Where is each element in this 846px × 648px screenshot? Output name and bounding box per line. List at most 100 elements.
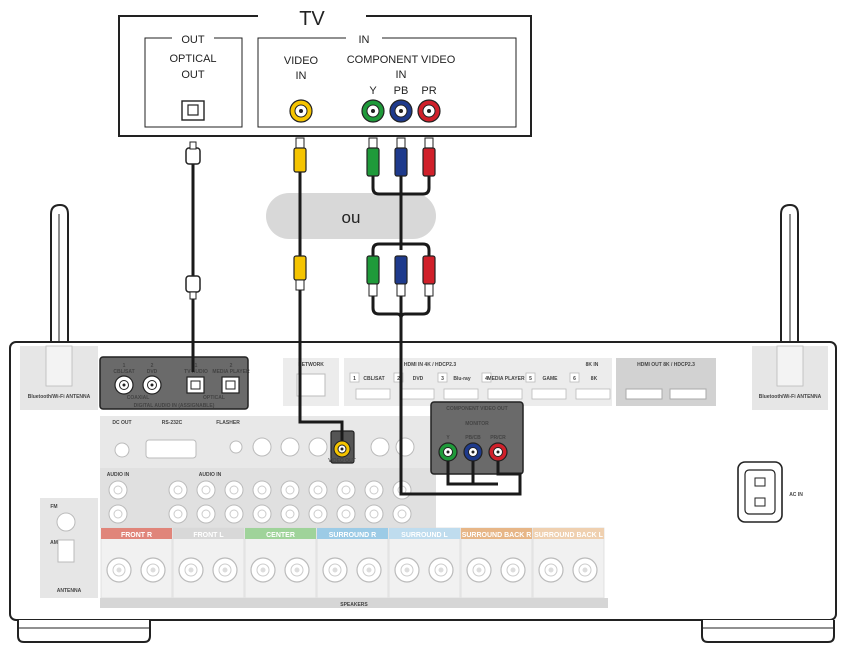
optical-cable [185, 141, 201, 372]
audio-in-jack [364, 480, 384, 524]
hdmi-in-port-num: 3 [441, 376, 444, 382]
coaxial-1-num: 1 [123, 363, 126, 369]
component-pr-label: PR [421, 85, 436, 97]
optical-label: OPTICAL [203, 395, 225, 401]
am-label: AM [50, 540, 58, 546]
hdmi-in-port-num: 2 [397, 376, 400, 382]
audio-in-jack [224, 480, 244, 524]
component-out-y-jack [438, 442, 458, 462]
right-bt-antenna-label: Bluetooth/Wi-Fi ANTENNA [759, 394, 822, 400]
hdmi-in-port-name: GAME [543, 376, 559, 382]
hdmi-in-port-num: 5 [529, 376, 532, 382]
ou-label: ou [342, 208, 361, 227]
component-in-label-1: COMPONENT VIDEO [347, 54, 456, 66]
component-out-pr-jack [488, 442, 508, 462]
optical-2-name: MEDIA PLAYER [212, 369, 250, 375]
audio-in-jack [252, 480, 272, 524]
left-antenna-base: Bluetooth/Wi-Fi ANTENNA [20, 345, 98, 410]
component-y-label: Y [369, 85, 377, 97]
hdmi-in-title: HDMI IN 4K / HDCP2.3 [404, 362, 456, 368]
audio-in-jacks [108, 480, 412, 524]
speaker-group-7: SURROUND BACK L [532, 527, 605, 599]
audio-in-jack [308, 480, 328, 524]
speaker-group-2: FRONT L [172, 527, 245, 599]
receiver-foot-left [17, 620, 151, 643]
hdmi-in-port-num: 6 [573, 376, 576, 382]
hdmi-in-port-num: 1 [353, 376, 356, 382]
speaker-group-4: SURROUND R [316, 527, 389, 599]
optical-1-num: 1 [195, 363, 198, 369]
speaker-group-label: SURROUND BACK L [534, 532, 604, 539]
optical-1-jack [186, 376, 205, 394]
coaxial-1-name: CBL/SAT [113, 369, 134, 375]
component-video-cable [366, 137, 522, 496]
monitor-label: MONITOR [465, 421, 489, 427]
out-label: OUT [181, 34, 205, 46]
optical-out-label-1: OPTICAL [169, 53, 216, 65]
digital-audio-in-label: DIGITAL AUDIO IN (ASSIGNABLE) [134, 403, 215, 409]
speaker-group-label: CENTER [266, 532, 295, 539]
audio-in-label-1: AUDIO IN [107, 472, 130, 478]
ac-in-label: AC IN [789, 492, 803, 498]
audio-in-jack [336, 480, 356, 524]
component-out-pb-label: PB/CB [465, 435, 481, 441]
optical-out-label-2: OUT [181, 69, 205, 81]
digital-audio-in-panel: 1 CBL/SAT 2 DVD 1 TV AUDIO 2 MEDIA PLAYE… [99, 356, 250, 410]
left-antenna [50, 203, 69, 342]
video-in-label-1: VIDEO [284, 55, 319, 67]
speaker-group-label: FRONT R [121, 532, 152, 539]
left-bt-antenna-label: Bluetooth/Wi-Fi ANTENNA [28, 394, 91, 400]
speaker-group-5: SURROUND L [388, 527, 461, 599]
speaker-terminals: FRONT R FRONT L CENTER SURROUND R SURROUND L… [100, 527, 605, 599]
hdmi-8k-in-label: 8K IN [586, 362, 599, 368]
hdmi-in-port-name: 8K [591, 376, 598, 382]
fm-label: FM [50, 504, 57, 510]
coaxial-2-jack [142, 375, 162, 395]
optical-2-num: 2 [230, 363, 233, 369]
ou-bubble: ou [266, 193, 436, 239]
component-out-y-label: Y [446, 435, 450, 441]
speaker-group-label: SURROUND R [329, 532, 376, 539]
speaker-group-label: FRONT L [193, 532, 224, 539]
hdmi-in-port-5: 5 GAME [525, 372, 567, 400]
hdmi-in-port-3: 3 Blu-ray [437, 372, 479, 400]
coaxial-label: COAXIAL [127, 395, 150, 401]
antenna-label: ANTENNA [57, 588, 82, 594]
network-panel: NETWORK [283, 358, 339, 406]
optical-2-jack [221, 376, 240, 394]
coaxial-2-num: 2 [151, 363, 154, 369]
component-out-pb-jack [463, 442, 483, 462]
video-in-label-2: IN [296, 70, 307, 82]
video-out-label: VIDEO OUT [328, 458, 356, 464]
tv-component-pr-jack [417, 99, 441, 123]
hdmi-in-port-6: 6 8K [569, 372, 611, 400]
dc-out-label: DC OUT [112, 420, 131, 426]
hdmi-in-port-name: Blu-ray [453, 376, 470, 382]
receiver-foot-right [701, 620, 835, 643]
speaker-group-label: SURROUND BACK R [462, 532, 532, 539]
audio-in-jack [196, 480, 216, 524]
audio-in-label-2: AUDIO IN [199, 472, 222, 478]
hdmi-in-port-name: CBL/SAT [363, 376, 384, 382]
audio-in-jack [280, 480, 300, 524]
tv-video-in-jack [289, 99, 313, 123]
audio-in-jack [168, 480, 188, 524]
component-video-out-panel: COMPONENT VIDEO OUT MONITOR Y PB/CB PR/C… [430, 401, 524, 475]
hdmi-out-panel: HDMI OUT 8K / HDCP2.3 [616, 358, 716, 406]
optical-1-name: TV AUDIO [184, 369, 208, 375]
ac-inlet: AC IN [737, 461, 803, 523]
speaker-group-1: FRONT R [100, 527, 173, 599]
right-antenna-base: Bluetooth/Wi-Fi ANTENNA [752, 345, 828, 410]
hdmi-in-port-name: MEDIA PLAYER [487, 376, 525, 382]
speaker-group-label: SURROUND L [401, 532, 448, 539]
hdmi-in-port-1: 1 CBL/SAT [349, 372, 391, 400]
speakers-bar: SPEAKERS [100, 598, 608, 608]
audio-in-jack [108, 480, 128, 524]
hdmi-out-label: HDMI OUT 8K / HDCP2.3 [637, 362, 695, 368]
component-out-title: COMPONENT VIDEO OUT [446, 406, 507, 412]
hdmi-in-port-num: 4 [485, 376, 488, 382]
